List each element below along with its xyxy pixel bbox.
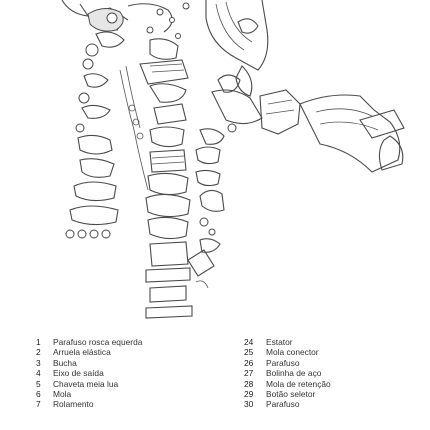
part-number: 28 [244,378,254,389]
part-name: Eixo de saída [53,368,104,379]
part-name: Estator [266,337,293,347]
part-number: 1 [36,337,41,347]
list-item: 27 Bolinha de aço [244,368,414,378]
part-number: 24 [244,337,254,347]
part-name: Botão seletor [266,388,316,399]
cord-coil [119,65,149,191]
list-item: 5 Chaveta meia lua [36,379,211,389]
part-name: Parafuso [266,357,300,368]
part-number: 26 [244,357,254,368]
list-item: 1 Parafuso rosca equerda [36,337,211,347]
part-name: Parafuso [266,399,300,410]
small-parts [187,189,225,289]
chuck-assembly [61,0,190,39]
part-number: 3 [36,357,41,368]
parts-stack [65,31,125,239]
part-name: Mola de retenção [266,378,331,389]
part-number: 4 [36,368,41,379]
parts-legend: 1 Parafuso rosca equerda 2 Arruela elástic… [0,337,430,430]
exploded-drill-parts-diagram-icon [61,0,405,319]
part-number: 29 [244,388,254,399]
list-item: 4 Eixo de saída [36,368,211,378]
list-item: 24 Estator [244,337,414,347]
part-number: 5 [36,378,41,389]
part-number: 7 [36,399,41,410]
list-item: 3 Bucha [36,358,211,368]
list-item: 6 Mola [36,389,211,399]
switch-assembly [195,89,301,187]
list-item: 30 Parafuso [244,399,414,409]
list-item: 7 Rolamento [36,399,211,409]
part-name: Arruela elástica [53,347,111,358]
list-item: 29 Botão seletor [244,389,414,399]
part-number: 2 [36,347,41,358]
part-name: Mola conector [266,347,319,358]
part-name: Bucha [53,357,77,368]
armature-stack [139,38,193,319]
part-name: Mola [53,388,72,399]
list-item: 2 Arruela elástica [36,347,211,357]
part-name: Chaveta meia lua [53,378,119,389]
part-number: 6 [36,388,41,399]
part-name: Parafuso rosca equerda [53,337,143,347]
list-item: 25 Mola conector [244,347,414,357]
housing-part [205,0,269,97]
part-name: Bolinha de aço [266,368,322,379]
list-item: 26 Parafuso [244,358,414,368]
parts-list-left: 1 Parafuso rosca equerda 2 Arruela elástic… [36,337,211,410]
part-number: 25 [244,347,254,358]
list-item: 28 Mola de retenção [244,379,414,389]
part-number: 27 [244,368,254,379]
part-name: Rolamento [53,399,94,410]
exploded-view-diagram [61,0,405,319]
part-number: 30 [244,399,254,410]
brush-holder [299,94,405,173]
